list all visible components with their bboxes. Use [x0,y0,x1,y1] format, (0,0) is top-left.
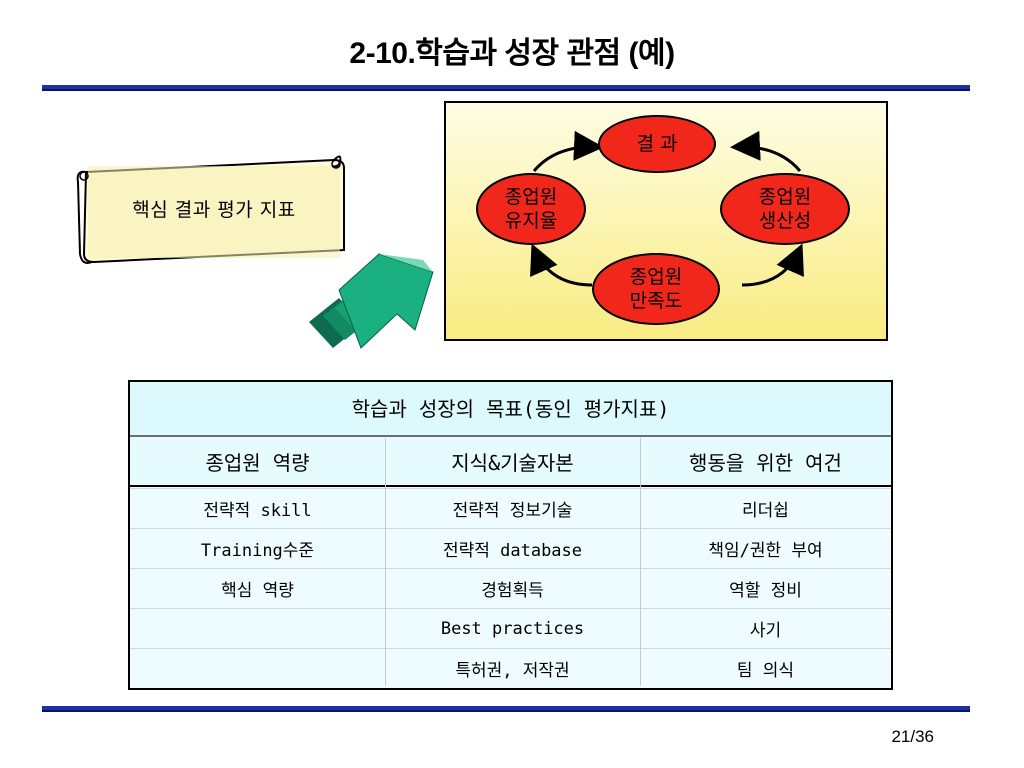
table-cell: 역할 정비 [729,581,802,601]
node-productivity-line1: 종업원 [758,186,812,208]
table-row: Training수준 전략적 database 책임/권한 부여 [130,528,891,568]
table-title-row: 학습과 성장의 목표(동인 평가지표) [130,382,891,437]
column-divider [385,438,386,686]
scroll-label: 핵심 결과 평가 지표 [132,199,296,221]
node-retention-line1: 종업원 [504,186,558,208]
node-productivity: 종업원 생산성 [720,173,850,245]
arrow-icon [305,252,435,372]
table-cell: 사기 [749,621,782,641]
table-row: Best practices 사기 [130,608,891,648]
table-cell: 전략적 skill [203,501,312,521]
table-cell: 전략적 database [442,541,583,561]
table-cell: 책임/권한 부여 [708,541,823,561]
node-retention-line2: 유지율 [504,210,558,232]
column-header: 종업원 역량 [205,450,310,475]
table-cell: Best practices [440,618,585,639]
table-cell [130,609,385,648]
node-productivity-line2: 생산성 [758,210,812,232]
table-cell: 경험획득 [481,581,544,601]
table-row: 특허권, 저작권 팀 의식 [130,648,891,688]
goals-table: 학습과 성장의 목표(동인 평가지표) 종업원 역량 지식&기술자본 행동을 위… [128,380,893,690]
table-row: 핵심 역량 경험획득 역할 정비 [130,568,891,608]
table-cell: 특허권, 저작권 [455,661,570,681]
node-satisfaction: 종업원 만족도 [592,253,720,325]
column-header: 지식&기술자본 [451,450,574,475]
table-title: 학습과 성장의 목표(동인 평가지표) [351,397,670,421]
cycle-arrows [530,130,804,287]
table-cell: Training수준 [200,541,315,561]
table-cell [130,649,385,688]
table-cell: 팀 의식 [736,661,795,681]
cycle-diagram: 결 과 종업원 유지율 종업원 생산성 종업원 만족도 [444,101,888,341]
column-divider [640,438,641,686]
page-number: 21/36 [891,727,934,746]
table-header-row: 종업원 역량 지식&기술자본 행동을 위한 여건 [130,437,891,487]
scroll-banner: 핵심 결과 평가 지표 [72,150,350,270]
node-result-label: 결 과 [636,133,678,155]
top-divider [42,85,970,91]
table-cell: 리더쉽 [742,501,789,521]
column-header: 행동을 위한 여건 [689,450,842,475]
table-cell: 전략적 정보기술 [452,501,573,521]
node-satisfaction-line1: 종업원 [629,266,683,288]
node-satisfaction-line2: 만족도 [629,290,683,312]
slide-title: 2-10.학습과 성장 관점 (예) [349,37,675,70]
bottom-divider [42,706,970,712]
scroll-shape [76,155,345,264]
table-row: 전략적 skill 전략적 정보기술 리더쉽 [130,488,891,528]
table-cell: 핵심 역량 [221,581,294,601]
node-retention: 종업원 유지율 [476,173,586,245]
node-result: 결 과 [598,115,716,173]
